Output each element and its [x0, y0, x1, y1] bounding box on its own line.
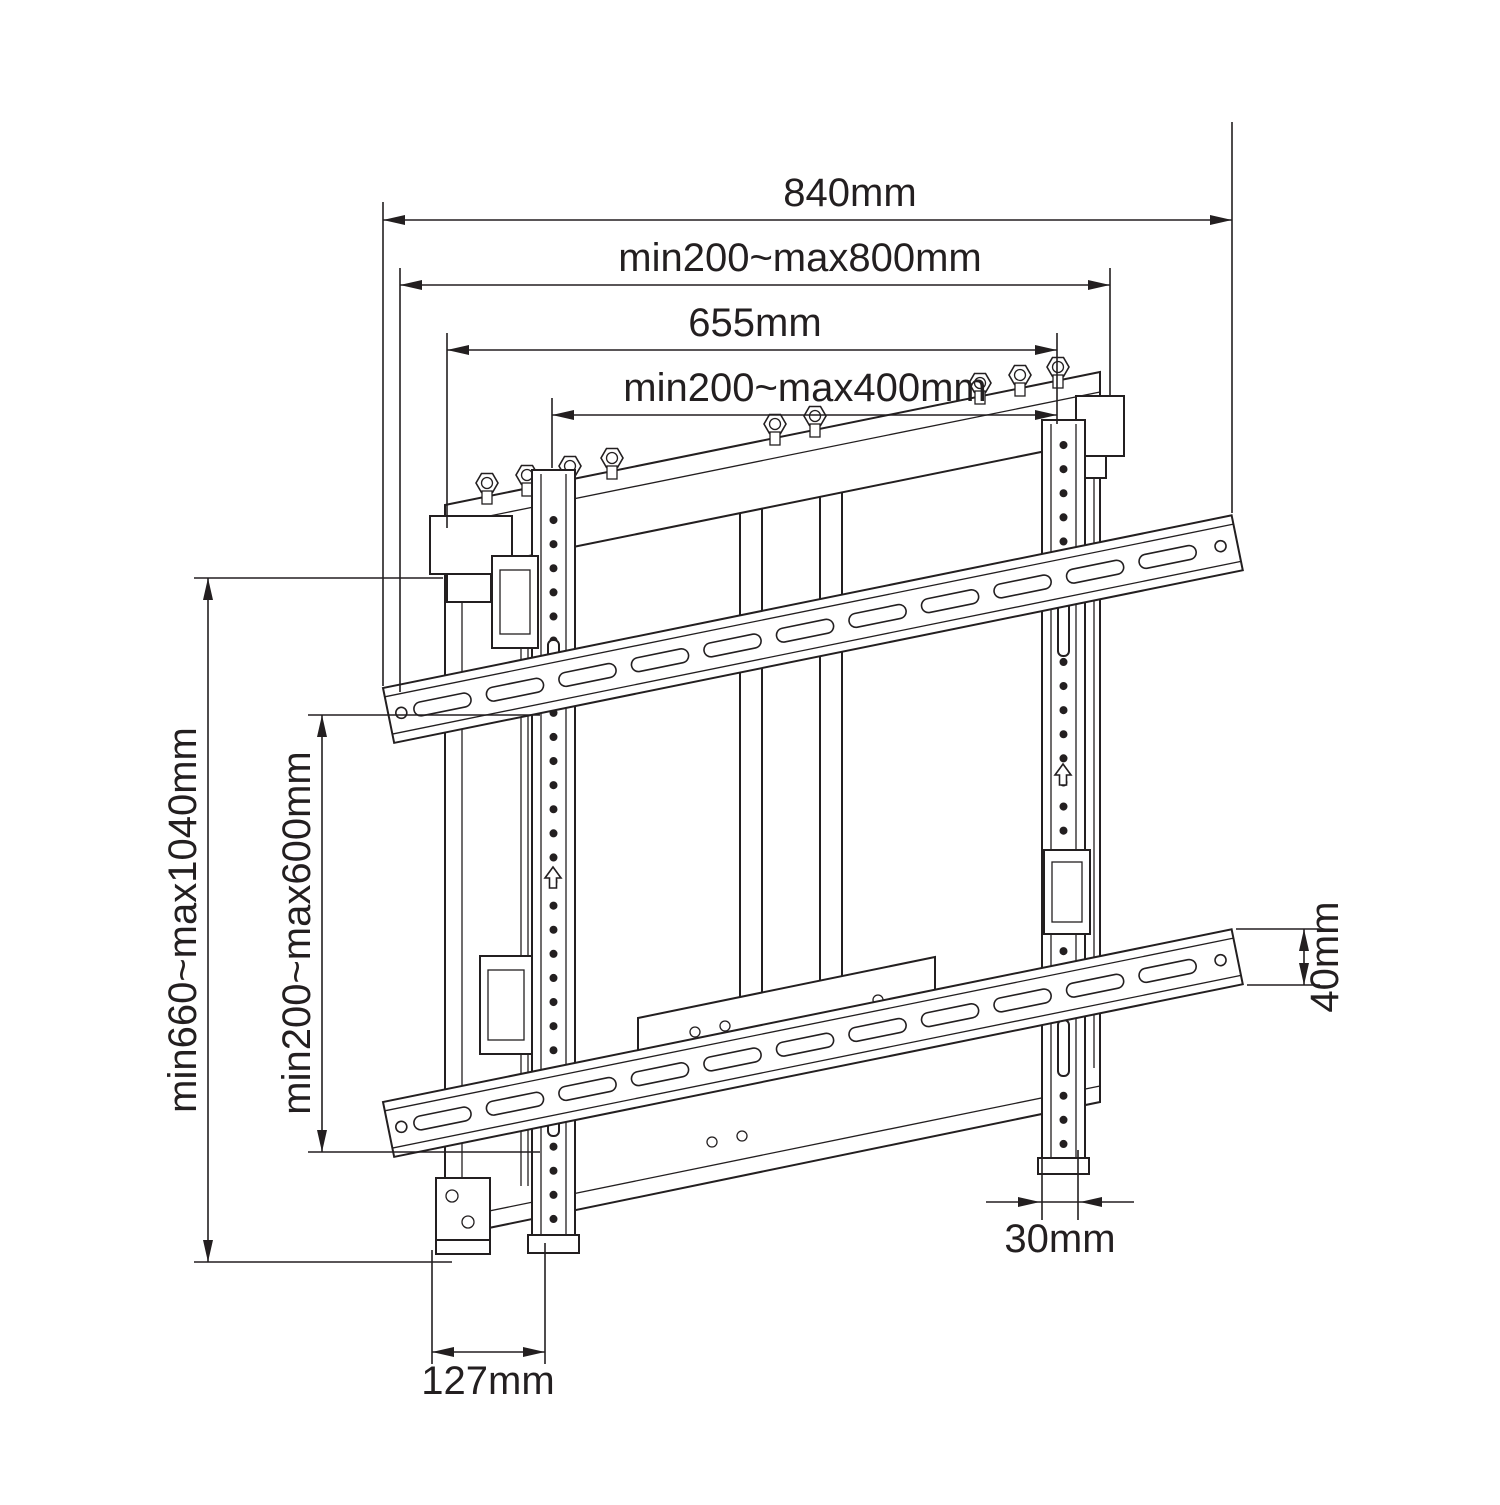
left-foot-bracket: [435, 1177, 491, 1255]
label-bracket-width: 30mm: [1004, 1217, 1115, 1261]
right-lower-mechanism: [1043, 849, 1091, 935]
dim-rail-height: 40mm: [1236, 901, 1347, 1013]
left-lower-mechanism: [479, 955, 533, 1055]
label-wall-plate-width-range: min200~max800mm: [618, 236, 982, 280]
label-side-depth: 127mm: [421, 1359, 554, 1403]
mount-drawing: [383, 356, 1243, 1255]
dim-side-depth: 127mm: [421, 1243, 555, 1403]
center-struts: [739, 492, 843, 1000]
label-vesa-width-range: min200~max400mm: [623, 366, 987, 410]
dim-overall-width: 840mm: [382, 122, 1233, 686]
label-vesa-height-range: min200~max600mm: [275, 751, 319, 1115]
dim-bracket-width: 30mm: [986, 1150, 1134, 1261]
dimension-annotations: 840mm min200~max800mm 655mm min200~max40…: [161, 122, 1347, 1403]
dim-overall-height-range: min660~max1040mm: [161, 577, 452, 1263]
dim-inner-width: 655mm: [446, 301, 1058, 528]
dim-wall-plate-width-range: min200~max800mm: [399, 236, 1111, 692]
left-spring-housing: [491, 555, 539, 649]
label-inner-width: 655mm: [688, 301, 821, 345]
label-overall-height-range: min660~max1040mm: [161, 727, 205, 1113]
dim-vesa-width-range: min200~max400mm: [551, 366, 1057, 468]
label-overall-width: 840mm: [783, 171, 916, 215]
right-vesa-column: [1037, 419, 1090, 1175]
label-rail-height: 40mm: [1303, 901, 1347, 1012]
dim-vesa-height-range: min200~max600mm: [275, 714, 540, 1153]
